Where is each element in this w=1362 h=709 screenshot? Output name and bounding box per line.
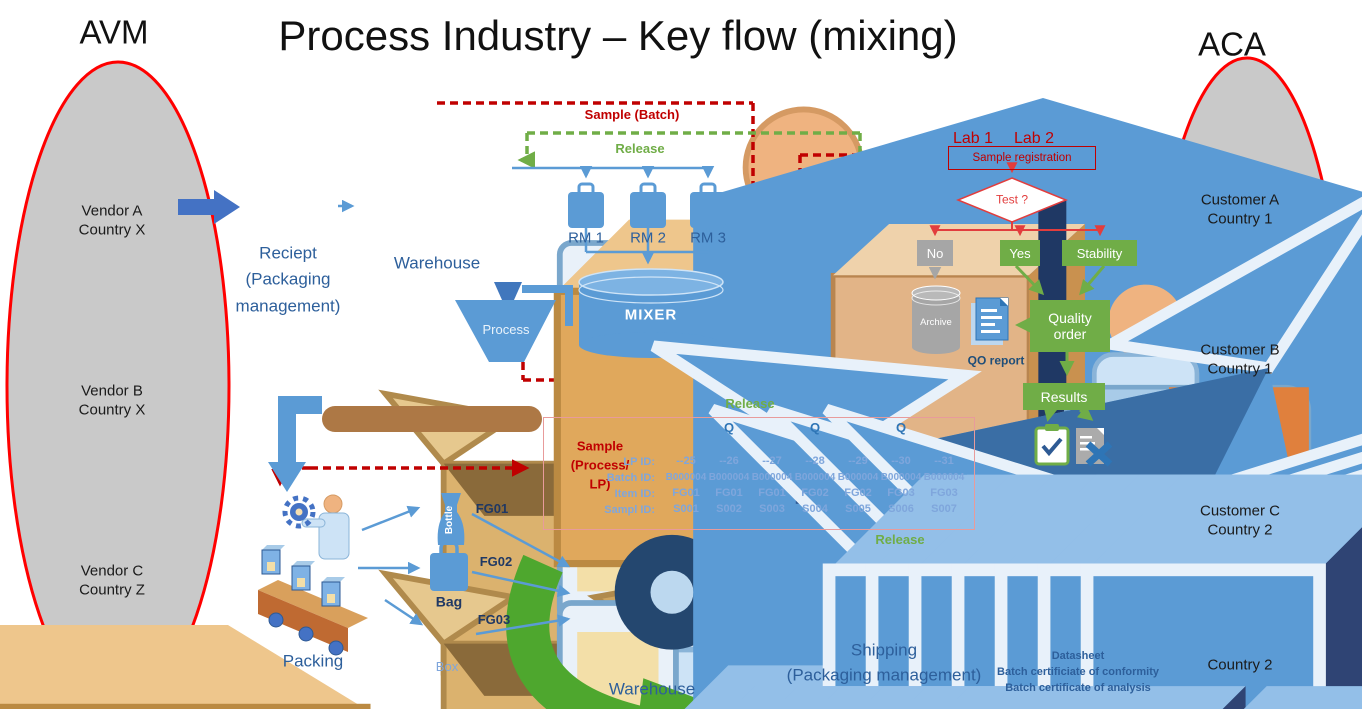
cell-item-7: FG03 — [930, 487, 958, 500]
mixer-icon — [522, 268, 724, 358]
sample-registration-box: Sample registration — [948, 146, 1096, 170]
cell-batch-5: B000004 — [837, 471, 879, 483]
customer-d-label: Country 2 — [1207, 656, 1273, 674]
sample-lp-title: Sample (Process/ LP) — [570, 438, 630, 492]
vendor-c-label: Vendor C Country Z — [79, 562, 145, 598]
customer-b-label: Customer B Country 1 — [1200, 341, 1280, 377]
q-mark-1: Q — [723, 419, 735, 435]
cell-lp-6: --30 — [891, 455, 911, 468]
conveyor-icon — [322, 191, 1362, 709]
aca-group-label: ACA — [1198, 25, 1266, 63]
quality-arrows — [1014, 264, 1106, 422]
bottle-label: Bottle — [443, 505, 455, 535]
test-decision-tree — [929, 162, 1106, 237]
shipping-truck-icon — [0, 625, 420, 709]
page-title: Process Industry – Key flow (mixing) — [278, 11, 958, 59]
cell-sample-2: S002 — [716, 503, 742, 516]
cell-sample-3: S003 — [759, 503, 785, 516]
fg01-label: FG01 — [475, 500, 509, 516]
cell-batch-2: B000004 — [708, 471, 750, 483]
archive-label: Archive — [920, 317, 952, 329]
avm-group-label: AVM — [79, 13, 149, 51]
avm-ellipse — [5, 60, 231, 709]
bottle-icon — [437, 493, 465, 545]
qo-report-icon — [971, 297, 1009, 345]
packing-label: Packing — [282, 651, 344, 671]
cell-sample-4: S004 — [802, 503, 828, 516]
cell-lp-2: --26 — [719, 455, 739, 468]
rm-bag-icons — [568, 182, 726, 228]
q-mark-3: Q — [895, 419, 907, 435]
cell-sample-5: S005 — [845, 503, 871, 516]
cell-lp-3: --27 — [762, 455, 782, 468]
cell-lp-1: --25 — [676, 455, 696, 468]
cell-item-3: FG01 — [758, 487, 786, 500]
datasheet-label: Datasheet Batch certificiate of conformi… — [997, 650, 1159, 694]
receipt-label: Reciept (Packaging management) — [235, 243, 341, 316]
cell-batch-7: B000004 — [923, 471, 965, 483]
cell-lp-5: --29 — [848, 455, 868, 468]
yes-box: Yes — [1000, 240, 1040, 266]
cell-sample-1: S001 — [673, 503, 699, 516]
conveyor-to-packing-arrow — [268, 396, 322, 492]
rm3-label: RM 3 — [690, 229, 726, 247]
bag-icon — [430, 539, 468, 591]
cell-batch-1: B000004 — [665, 471, 707, 483]
rm1-label: RM 1 — [568, 229, 604, 247]
lab1-label: Lab 1 — [952, 130, 994, 147]
warehouse-top-label: Warehouse — [393, 253, 481, 273]
process-label: Process — [482, 321, 530, 337]
stability-box: Stability — [1062, 240, 1137, 266]
release-top-label: Release — [615, 140, 665, 156]
sample-batch-label: Sample (Batch) — [584, 106, 680, 122]
cell-item-1: FG01 — [672, 487, 700, 500]
q-mark-2: Q — [809, 419, 821, 435]
results-box: Results — [1023, 383, 1105, 410]
row-label-lp: LP ID: — [623, 456, 655, 468]
vendor-b-label: Vendor B Country X — [78, 382, 146, 418]
cell-sample-7: S007 — [931, 503, 957, 516]
packing-machine-icon — [258, 494, 368, 656]
cell-lp-4: --28 — [805, 455, 825, 468]
cell-item-5: FG02 — [844, 487, 872, 500]
release-mid-label: Release — [725, 395, 775, 411]
box-label: Box — [435, 658, 459, 674]
mixer-label: MIXER — [624, 306, 678, 324]
row-label-sample: Sampl ID: — [604, 504, 655, 516]
approved-clipboard-icon — [1034, 424, 1070, 466]
sample-lp-box — [543, 417, 975, 530]
test-diamond-label: Test ? — [995, 192, 1029, 207]
rm-lines — [512, 166, 715, 265]
cell-lp-7: --31 — [934, 455, 954, 468]
row-label-batch: Batch ID: — [606, 472, 655, 484]
row-label-item: Item ID: — [614, 488, 655, 500]
packing-product-arrows — [358, 505, 571, 636]
no-box: No — [917, 240, 953, 266]
lab2-label: Lab 2 — [1013, 130, 1055, 147]
rejected-doc-icon — [1076, 428, 1113, 467]
customer-a-label: Customer A Country 1 — [1200, 191, 1280, 227]
cell-batch-6: B000004 — [880, 471, 922, 483]
process-funnel-icon — [455, 282, 556, 362]
cell-item-2: FG01 — [715, 487, 743, 500]
quality-order-box: Quality order — [1030, 300, 1110, 352]
archive-icon — [911, 267, 961, 354]
cell-batch-3: B000004 — [751, 471, 793, 483]
cell-sample-6: S006 — [888, 503, 914, 516]
cell-item-4: FG02 — [801, 487, 829, 500]
customer-c-label: Customer C Country 2 — [1199, 502, 1281, 538]
cell-item-6: FG03 — [887, 487, 915, 500]
fg03-label: FG03 — [477, 611, 511, 627]
shipping-label: Shipping (Packaging management) — [786, 640, 982, 684]
cell-batch-4: B000004 — [794, 471, 836, 483]
warehouse-bottom-label: Warehouse — [608, 679, 696, 699]
release-bottom-label: Release — [875, 531, 925, 547]
qo-report-label: QO report — [967, 353, 1025, 368]
bag-label: Bag — [435, 593, 463, 610]
avm-to-receipt-arrow — [178, 190, 240, 224]
vendor-a-label: Vendor A Country X — [78, 202, 146, 238]
rm2-label: RM 2 — [630, 229, 666, 247]
fg02-label: FG02 — [479, 553, 513, 569]
